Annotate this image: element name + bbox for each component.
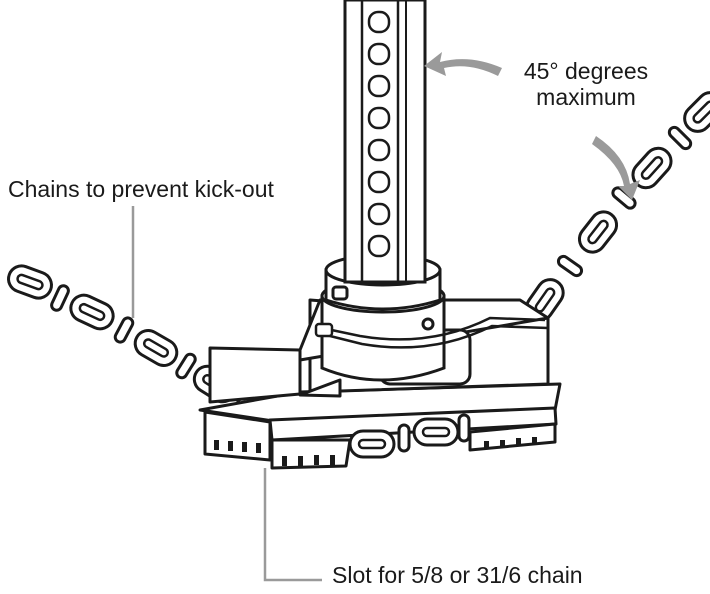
- handle-wire: [314, 316, 549, 349]
- slot-callout: Slot for 5/8 or 31/6 chain: [332, 562, 583, 588]
- base-teeth: [214, 437, 537, 466]
- angle-callout: 45° degrees maximum: [516, 58, 656, 110]
- angle-callout-line1: 45° degrees: [523, 58, 649, 84]
- curved-arrow-icon: [424, 52, 640, 200]
- right-chain: [520, 85, 710, 327]
- angle-callout-line2: maximum: [536, 84, 636, 110]
- jack-mast: [343, 0, 427, 284]
- slot-leader-line: [263, 468, 322, 582]
- chains-callout: Chains to prevent kick-out: [8, 176, 274, 202]
- leader-lines: [131, 206, 322, 582]
